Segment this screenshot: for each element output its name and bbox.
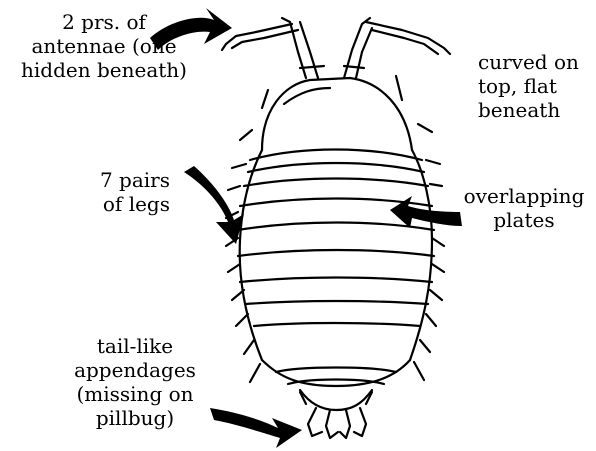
head [262,78,412,150]
label-tail-appendages: tail-like appendages (missing on pillbug… [60,334,210,430]
abdomen [262,360,410,410]
arrow-legs [184,166,244,244]
label-antennae: 2 prs. of antennae (one hidden beneath) [14,10,194,82]
arrow-tail [210,408,302,448]
label-legs: 7 pairs of legs [60,168,170,216]
label-overlapping-plates: overlapping plates [456,184,592,232]
label-curved-on-top: curved on top, flat beneath [478,50,593,122]
right-antenna [344,18,450,78]
uropods [308,408,366,438]
left-antenna [222,18,324,78]
body-plates [238,150,434,327]
